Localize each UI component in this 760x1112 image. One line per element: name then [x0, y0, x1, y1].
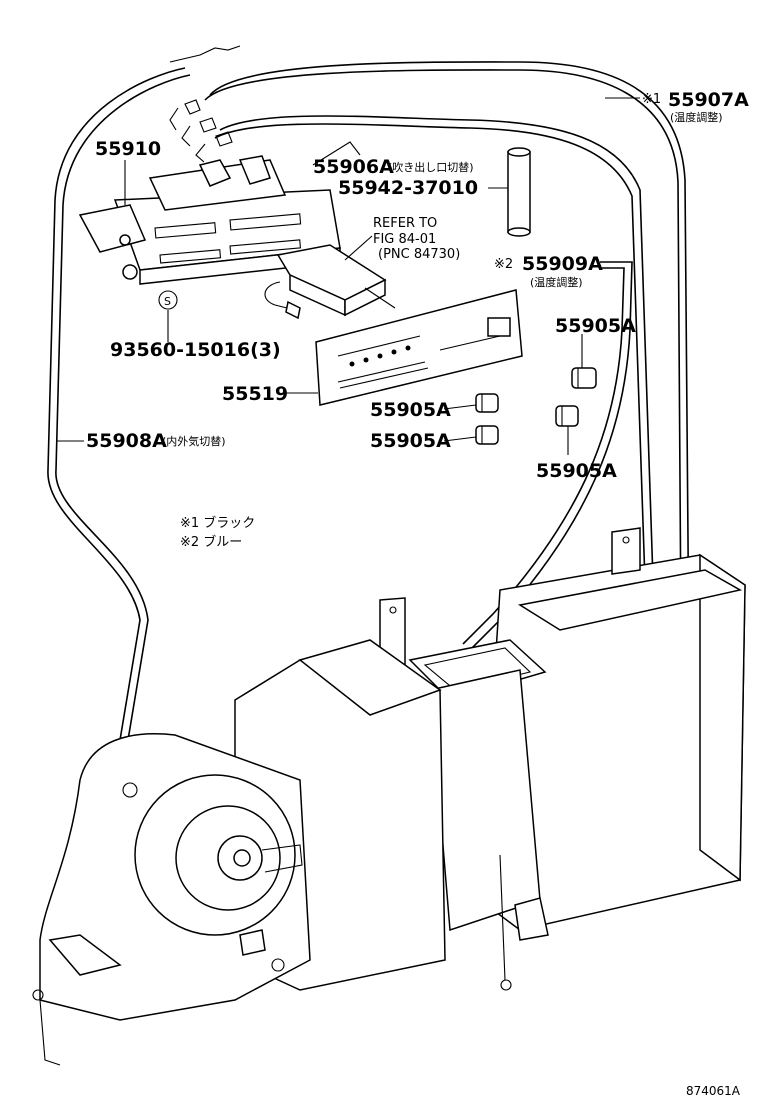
label-55942: 55942-37010 [338, 177, 478, 199]
control-assembly-55910 [78, 155, 341, 285]
blower-assembly [32, 639, 446, 1066]
knob-55905a-2 [475, 393, 499, 413]
knob-55905a-4 [555, 405, 579, 427]
label-55906a: 55906A [313, 156, 394, 178]
label-93560: 93560-15016(3) [110, 339, 281, 361]
label-55909a-note: (温度調整) [530, 275, 583, 289]
label-55905a-3: 55905A [370, 430, 451, 452]
knob-55905a-1 [571, 367, 597, 389]
knob-55905a-3 [475, 425, 499, 445]
label-refer-3: (PNC 84730) [378, 247, 460, 262]
heater-unit [379, 527, 746, 991]
legend-blue: ※2 ブルー [180, 534, 242, 550]
label-55909a-mark: ※2 [494, 257, 513, 272]
leader-lines [124, 97, 640, 455]
label-55909a: 55909A [522, 253, 603, 275]
label-refer-2: FIG 84-01 [373, 232, 436, 247]
label-55905a-1: 55905A [555, 315, 636, 337]
hose-55942 [507, 147, 531, 237]
label-55907a: 55907A [668, 89, 749, 111]
label-55907a-mark: ※1 [642, 92, 661, 107]
label-55905a-2: 55905A [370, 399, 451, 421]
label-55908a: 55908A [86, 430, 167, 452]
cable-connector-ends [169, 99, 233, 163]
legend-black: ※1 ブラック [180, 515, 255, 531]
svg-text:S: S [164, 295, 171, 308]
figure-id: 874061A [686, 1084, 741, 1098]
label-55907a-note: (温度調整) [670, 110, 723, 124]
blower-switch [264, 244, 396, 320]
cable-55908a [47, 45, 241, 861]
s-mark-icon: S [158, 290, 178, 310]
label-55910: 55910 [95, 138, 161, 160]
cable-55906a [214, 115, 661, 791]
label-55906a-note: (吹き出し口切替) [388, 160, 474, 174]
control-panel-55519 [315, 289, 523, 406]
label-55905a-4: 55905A [536, 460, 617, 482]
label-55519: 55519 [222, 383, 288, 405]
label-55908a-note: (内外気切替) [162, 434, 226, 448]
label-refer-1: REFER TO [373, 216, 437, 231]
